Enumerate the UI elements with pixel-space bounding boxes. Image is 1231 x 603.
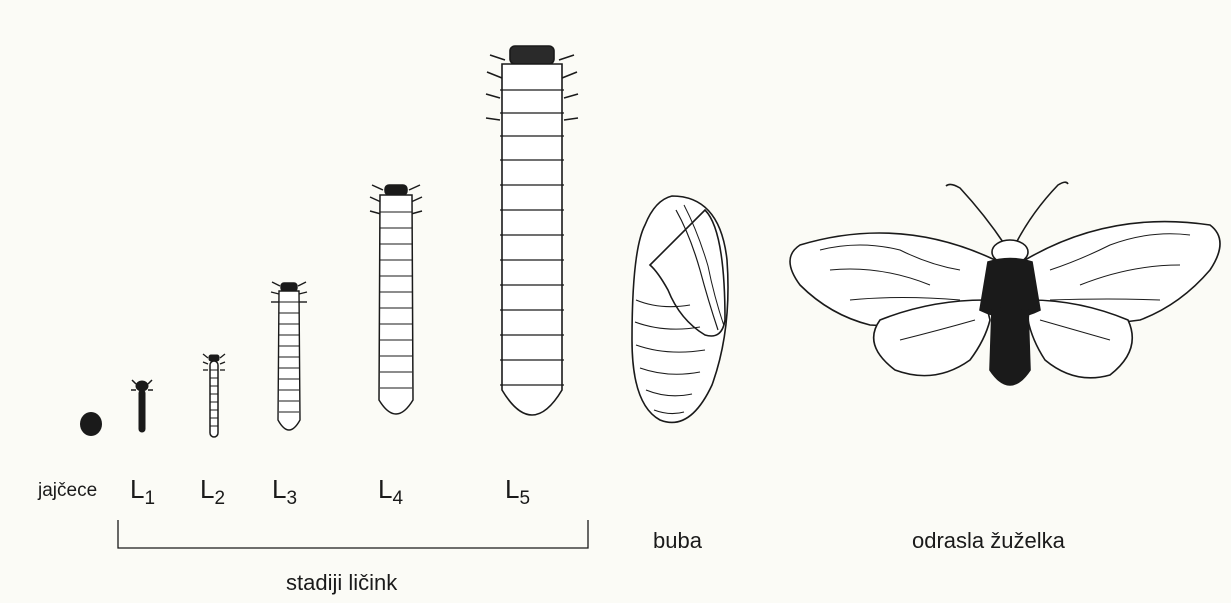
pupa-label: buba bbox=[653, 528, 702, 554]
stage-l3-label: L3 bbox=[272, 474, 297, 510]
larva-l5-drawing bbox=[486, 46, 578, 415]
larva-l4-drawing bbox=[370, 185, 422, 414]
larva-l3-drawing bbox=[271, 282, 307, 430]
egg-label: jajčece bbox=[38, 480, 97, 502]
larva-l1-drawing bbox=[131, 380, 153, 432]
adult-moth-drawing bbox=[790, 182, 1220, 385]
pupa-drawing bbox=[632, 196, 728, 422]
adult-label: odrasla žuželka bbox=[912, 528, 1065, 554]
stage-l4-label: L4 bbox=[378, 474, 403, 510]
egg-drawing bbox=[80, 412, 102, 436]
larval-stages-label: stadiji ličink bbox=[286, 570, 397, 596]
larva-l2-drawing bbox=[203, 354, 225, 437]
stage-l5-label: L5 bbox=[505, 474, 530, 510]
stage-l2-label: L2 bbox=[200, 474, 225, 510]
stage-l1-label: L1 bbox=[130, 474, 155, 510]
larval-stages-bracket bbox=[118, 520, 588, 548]
